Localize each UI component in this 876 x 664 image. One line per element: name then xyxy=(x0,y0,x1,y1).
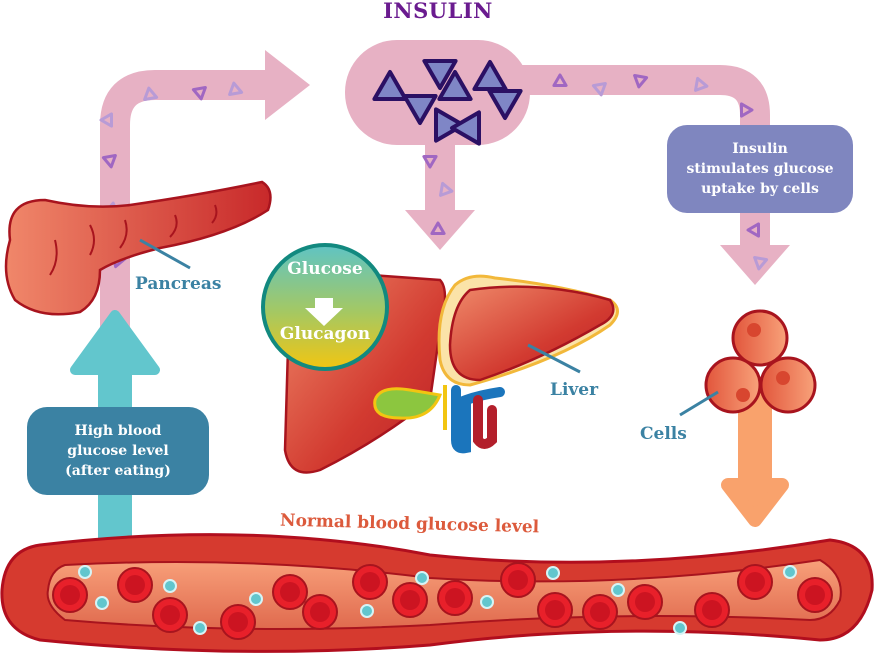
insulin-action-line: stimulates glucose xyxy=(686,161,834,177)
red-blood-cell-center xyxy=(310,602,330,622)
glucose-dot xyxy=(480,595,494,609)
red-blood-cell-center xyxy=(745,572,765,592)
pancreas-illustration xyxy=(4,180,272,316)
insulin-particle-icon xyxy=(143,86,159,101)
high-glucose-line: (after eating) xyxy=(65,463,171,479)
insulin-particle-icon xyxy=(591,82,607,97)
red-blood-cell-center xyxy=(280,582,300,602)
insulin-molecule-icon xyxy=(487,89,523,120)
insulin-particle-icon xyxy=(552,73,568,87)
red-blood-cell-center xyxy=(590,602,610,622)
liver-label: Liver xyxy=(550,380,599,400)
glucose-molecules xyxy=(78,565,797,635)
red-blood-cell-center xyxy=(160,605,180,625)
insulin-particle-icon xyxy=(191,86,207,101)
insulin-particle-icon xyxy=(228,81,244,96)
glucose-dot xyxy=(193,621,207,635)
red-blood-cell-center xyxy=(60,585,80,605)
glucose-dot xyxy=(95,596,109,610)
insulin-action-line: Insulin xyxy=(732,141,788,157)
glucose-dot xyxy=(163,579,177,593)
insulin-molecules xyxy=(372,59,523,146)
pathway-arrowhead-down-liver xyxy=(405,210,475,250)
cells-illustration xyxy=(679,309,817,417)
insulin-particle-icon xyxy=(101,154,117,169)
red-blood-cell-center xyxy=(228,612,248,632)
blood-cells xyxy=(52,562,833,640)
insulin-molecule-icon xyxy=(422,59,458,90)
red-blood-cell-center xyxy=(805,585,825,605)
glucose-dot xyxy=(78,565,92,579)
high-glucose-box: High blood glucose level (after eating) xyxy=(27,407,209,495)
insulin-particle-icon xyxy=(746,222,760,238)
red-blood-cell-center xyxy=(702,600,722,620)
insulin-reservoir xyxy=(345,40,530,145)
red-blood-cell-center xyxy=(400,590,420,610)
insulin-particle-icon xyxy=(753,256,769,271)
insulin-particle-icon xyxy=(430,221,446,235)
badge-glucagon-label: Glucagon xyxy=(279,324,371,344)
insulin-molecule-icon xyxy=(450,110,481,146)
red-blood-cell-center xyxy=(125,575,145,595)
pathway-arrowhead-right xyxy=(265,50,310,120)
insulin-particle-icon xyxy=(633,74,649,89)
insulin-molecule-icon xyxy=(437,70,473,101)
glucose-dot xyxy=(546,566,560,580)
high-glucose-line: glucose level xyxy=(67,443,169,459)
pancreas-pointer xyxy=(139,238,191,270)
insulin-molecule-icon xyxy=(434,107,465,143)
high-glucose-line: High blood xyxy=(74,423,162,439)
insulin-action-line: uptake by cells xyxy=(701,181,819,197)
red-blood-cell-center xyxy=(545,600,565,620)
insulin-particle-icon xyxy=(422,155,438,169)
gallbladder xyxy=(373,387,443,420)
red-blood-cell-center xyxy=(635,592,655,612)
pancreas-label: Pancreas xyxy=(135,274,222,294)
pathway-arrowhead-down-cells xyxy=(720,245,790,285)
cells-label: Cells xyxy=(640,424,687,444)
insulin-particle-icon xyxy=(99,112,113,128)
red-blood-cell-center xyxy=(445,588,465,608)
red-blood-cell-center xyxy=(508,570,528,590)
glucose-dot xyxy=(415,571,429,585)
insulin-molecule-icon xyxy=(372,70,408,101)
insulin-particle-icon xyxy=(439,181,454,197)
insulin-molecule-icon xyxy=(402,94,438,125)
liver-illustration xyxy=(283,270,619,474)
insulin-action-box: Insulin stimulates glucose uptake by cel… xyxy=(667,125,853,213)
down-arrow-icon xyxy=(305,298,343,326)
glucose-glucagon-badge xyxy=(261,243,389,371)
red-blood-cell-center xyxy=(360,572,380,592)
insulin-particle-icon xyxy=(740,102,754,118)
insulin-particle-icon xyxy=(694,76,709,92)
diagram-title: INSULIN xyxy=(383,0,493,23)
glucose-dot xyxy=(249,592,263,606)
badge-glucose-label: Glucose xyxy=(287,259,363,279)
glucose-dot xyxy=(673,621,687,635)
liver-pointer xyxy=(527,343,581,374)
cells-pointer xyxy=(679,390,719,417)
glucose-dot xyxy=(611,583,625,597)
glucose-dot xyxy=(783,565,797,579)
glucose-dot xyxy=(360,604,374,618)
